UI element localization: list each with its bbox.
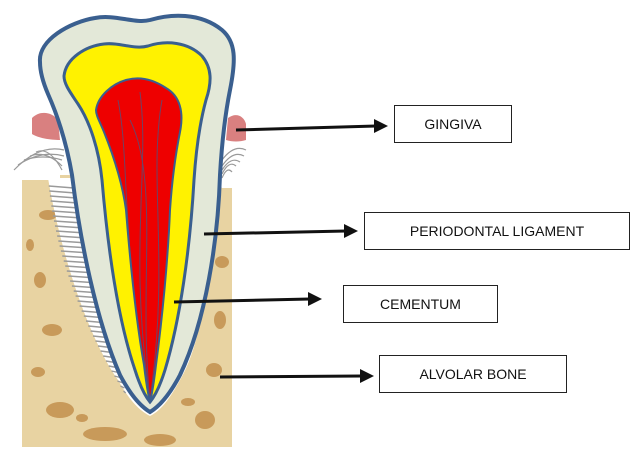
label-alveolar-bone-text: ALVOLAR BONE [419, 366, 526, 382]
label-gingiva-text: GINGIVA [424, 116, 481, 132]
label-cementum-text: CEMENTUM [380, 296, 461, 312]
label-gingiva: GINGIVA [394, 105, 512, 143]
label-periodontal-ligament: PERIODONTAL LIGAMENT [364, 212, 630, 250]
gingival-fiber-left [36, 151, 62, 170]
label-periodontal-ligament-text: PERIODONTAL LIGAMENT [410, 223, 584, 239]
gingival-fiber-right [222, 164, 236, 174]
gingival-fiber-left [30, 154, 62, 166]
gingival-fiber-right [222, 148, 246, 160]
label-alveolar-bone: ALVOLAR BONE [379, 355, 567, 393]
label-cementum: CEMENTUM [343, 285, 498, 323]
gingiva-arrow [236, 119, 388, 133]
alveolar-bone-arrow [220, 369, 374, 383]
gingival-fiber-left [14, 149, 64, 170]
